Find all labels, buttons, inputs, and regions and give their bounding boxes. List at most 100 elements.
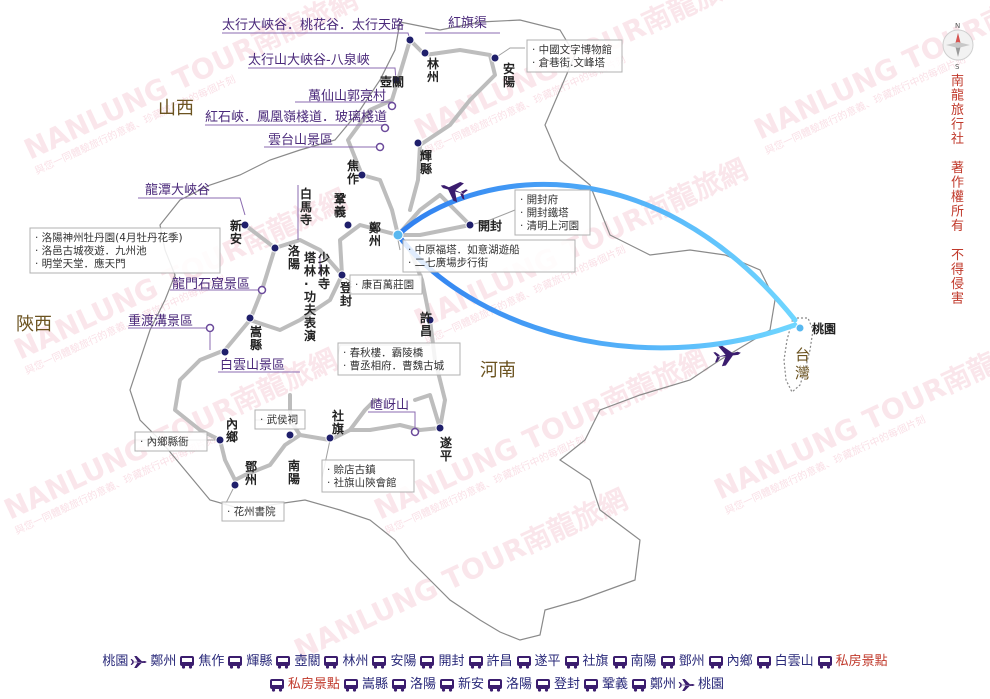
taiwan-outline: [783, 317, 814, 393]
info-box-wuhou: · 武侯祠: [254, 409, 306, 430]
info-box-line: · 花州書院: [227, 505, 276, 518]
airplane-icon: [712, 342, 743, 368]
city-label-jiaozuo: 焦作: [346, 158, 359, 186]
route-stop: 白雲山: [774, 654, 814, 669]
bus-icon: [322, 655, 340, 669]
route-stop: 焦作: [198, 654, 225, 669]
route-stop: 社旗: [582, 654, 609, 669]
info-box-line: · 中國文字博物館: [532, 43, 612, 56]
attraction-longmen: 龍門石窟景區: [172, 276, 250, 292]
city-label-talin: 塔林·功夫表演: [303, 250, 317, 343]
compass-icon: N S: [942, 22, 974, 71]
itinerary-line-1: 桃園鄭州焦作輝縣壺關林州安陽開封許昌遂平社旗南陽鄧州內鄉白雲山私房景點: [0, 652, 990, 673]
watermark-text: NANLUNG TOUR南龍旅網: [709, 323, 990, 507]
bus-icon: [816, 655, 834, 669]
route-stop-special: 私房景點: [287, 677, 340, 692]
route-stop: 洛陽: [409, 677, 436, 692]
bus-icon: [370, 655, 388, 669]
bus-icon: [342, 678, 360, 692]
info-box-line: · 中原福塔．如意湖遊船: [408, 243, 520, 256]
city-label-huixian: 輝縣: [420, 148, 432, 176]
city-label-suiping: 遂平: [440, 435, 452, 463]
bus-icon: [268, 678, 286, 692]
route-stop: 登封: [554, 677, 581, 692]
city-label-sheqi: 社旗: [331, 408, 344, 436]
info-box-neixiang: · 內鄉縣衙: [134, 431, 208, 452]
bus-icon: [418, 655, 436, 669]
bus-icon: [486, 678, 504, 692]
city-nodes: [205, 35, 805, 490]
info-box-line: · 倉巷街.文峰塔: [532, 56, 606, 69]
info-box-anyang: · 中國文字博物館· 倉巷街.文峰塔: [526, 39, 623, 73]
city-label-shaolin: 少林寺: [317, 250, 330, 291]
route-stop: 鄭州: [650, 677, 677, 692]
bus-icon: [611, 655, 629, 669]
attraction-longtan: 龍潭大峽谷: [145, 182, 210, 198]
attraction-baiyunshan: 白雲山景區: [220, 357, 285, 373]
city-label-xinan: 新安: [230, 218, 242, 246]
airplane-icon: [678, 678, 696, 692]
info-box-sheqi: · 賒店古鎮· 社旗山陝會館: [321, 459, 415, 493]
attraction-taihang-canyon: 太行大峽谷．桃花谷．太行天路: [222, 17, 404, 33]
city-label-luoyang: 洛陽: [288, 243, 301, 271]
city-label-nanyang: 南陽: [288, 458, 300, 486]
route-stop-special: 私房景點: [835, 654, 888, 669]
bus-icon: [630, 678, 648, 692]
attraction-taihangshan-canyon: 太行山大峽谷-八泉峽: [248, 52, 370, 68]
compass-n: N: [955, 22, 960, 30]
bus-icon: [390, 678, 408, 692]
city-label-dengzhou: 鄧州: [244, 459, 257, 487]
route-stop: 內鄉: [726, 654, 753, 669]
province-label-shanxi: 山西: [158, 98, 194, 119]
bus-icon: [534, 678, 552, 692]
bus-icon: [274, 655, 292, 669]
bus-icon: [659, 655, 677, 669]
airplane-icon: [130, 655, 148, 669]
bus-icon: [582, 678, 600, 692]
info-box-kaifeng: · 開封府· 開封鐵塔· 清明上河園: [514, 189, 591, 236]
route-stop: 鞏義: [602, 677, 629, 692]
route-stop: 林州: [342, 654, 369, 669]
route-stop: 鄧州: [678, 654, 705, 669]
city-label-gongyi: 鞏義: [334, 192, 346, 219]
route-stop: 南陽: [630, 654, 657, 669]
info-box-line: · 洛邑古城夜遊．九州池: [35, 244, 147, 257]
province-label-henan: 河南: [480, 360, 516, 381]
info-box-line: · 春秋樓．霸陵橋: [343, 346, 424, 359]
city-label-xuchang: 許昌: [420, 310, 432, 338]
route-stop: 洛陽: [505, 677, 532, 692]
attraction-hongqiqu: 紅旗渠: [448, 15, 487, 31]
copyright-text: 南龍旅行社 著作權所有 不得侵害: [951, 73, 964, 307]
info-box-line: · 開封鐵塔: [520, 206, 569, 219]
city-label-hukou: 壺關: [380, 74, 404, 89]
bus-icon: [707, 655, 725, 669]
info-box-line: · 明堂天堂．應天門: [35, 257, 126, 270]
attraction-yuntaishan: 雲台山景區: [268, 133, 333, 148]
city-label-neixiang: 內鄉: [226, 416, 238, 444]
info-box-luoyang: · 洛陽神州牡丹園(4月牡丹花季)· 洛邑古城夜遊．九州池· 明堂天堂．應天門: [29, 227, 221, 274]
bus-icon: [178, 655, 196, 669]
route-stop: 新安: [457, 677, 484, 692]
info-boxes: · 中國文字博物館· 倉巷街.文峰塔 · 開封府· 開封鐵塔· 清明上河園 · 中原…: [29, 39, 623, 522]
svg-text:台灣: 台灣: [795, 346, 810, 382]
city-label-songxian: 嵩縣: [250, 324, 262, 352]
info-box-line: · 內鄉縣衙: [140, 435, 189, 448]
city-label-taoyuan: 桃園: [812, 321, 836, 336]
route-stop: 開封: [438, 654, 465, 669]
bus-icon: [438, 678, 456, 692]
route-stop: 桃園: [698, 677, 725, 692]
bus-icon: [755, 655, 773, 669]
attraction-chayashan: 嵖岈山: [370, 398, 409, 413]
attraction-wanxianshan: 萬仙山郭亮村: [308, 88, 386, 104]
itinerary-route-bar: 桃園鄭州焦作輝縣壺關林州安陽開封許昌遂平社旗南陽鄧州內鄉白雲山私房景點 私房景點…: [0, 652, 990, 697]
route-stop: 許昌: [486, 654, 513, 669]
info-box-xuchang: · 春秋樓．霸陵橋· 曹丞相府．曹魏古城: [337, 342, 461, 376]
attraction-hongshixia: 紅石峽．鳳凰嶺棧道．玻璃棧道: [205, 109, 387, 125]
province-label-taiwan: 台灣: [795, 346, 810, 382]
city-label-anyang: 安陽: [503, 61, 515, 89]
compass-s: S: [955, 63, 960, 71]
route-stop: 安陽: [390, 654, 417, 669]
bus-icon: [563, 655, 581, 669]
city-label-zhengzhou: 鄭州: [368, 220, 381, 248]
